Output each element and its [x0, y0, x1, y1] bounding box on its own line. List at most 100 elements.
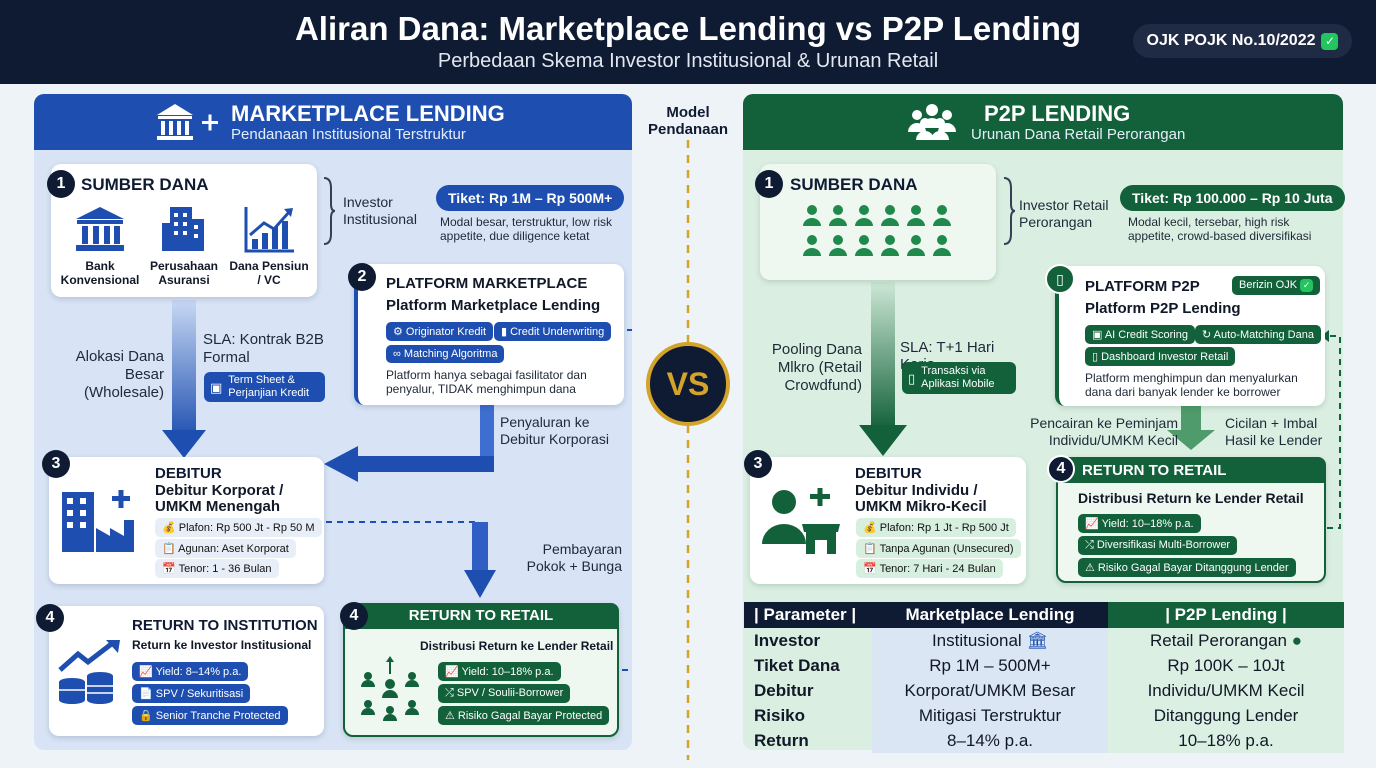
table-cell: Ditanggung Lender: [1108, 703, 1344, 728]
platform-title: PLATFORM P2P: [1085, 278, 1200, 295]
flow-label-distribution: Penyaluran ke Debitur Korporasi: [500, 414, 609, 447]
tag-label: Yield: 8–14% p.a.: [155, 666, 242, 678]
tag-matching: ∞ Matching Algoritma: [386, 345, 505, 363]
p2p-flow-arrows: [859, 282, 1341, 529]
ticket-badge: Tiket: Rp 1M – Rp 500M+: [436, 185, 625, 211]
tag-label: AI Credit Scoring: [1104, 329, 1188, 341]
briefcase-icon: ▣: [210, 379, 223, 395]
center-divider: [686, 140, 690, 760]
bank-plus-icon: [157, 104, 218, 140]
tag-label: Dashboard Investor Retail: [1101, 351, 1229, 363]
p2p-title: P2P LENDING: [984, 101, 1131, 126]
crowd-people-icon: [803, 205, 951, 256]
table-cell: Institusional 🏛: [872, 628, 1108, 653]
tag-ai-scoring: ▣ AI Credit Scoring: [1085, 325, 1195, 344]
flow-label-sla: SLA: Kontrak B2B Formal: [203, 331, 324, 366]
step-number: 3: [744, 450, 772, 478]
tag-label: Yield: 10–18% p.a.: [1101, 518, 1194, 530]
table-cell: 8–14% p.a.: [872, 728, 1108, 753]
step-number: 1: [47, 170, 75, 198]
person-shop-icon: [762, 488, 840, 554]
tag-label: Diversifikasi Multi-Borrower: [1096, 539, 1231, 551]
page-title: Aliran Dana: Marketplace Lending vs P2P …: [294, 10, 1082, 47]
tag-yield: 📈 Yield: 8–14% p.a.: [132, 662, 249, 681]
mobile-icon: ▯: [908, 370, 916, 386]
marketplace-flow-arrows: [162, 300, 632, 671]
tag-risk: ⚠ Risiko Gagal Bayar Ditanggung Lender: [1078, 558, 1296, 577]
table-row: Tiket Dana Rp 1M – 500M+ Rp 100K – 10Jt: [744, 653, 1344, 678]
flow-label-allocation: Alokasi Dana Besar (Wholesale): [75, 348, 164, 401]
tag-risk: ⚠ Risiko Gagal Bayar Protected: [438, 706, 610, 725]
factory-building-icon: [62, 490, 134, 552]
table-cell: Rp 1M – 500M+: [872, 653, 1108, 678]
tag-label: Plafon: Rp 500 Jt - Rp 50 M: [178, 522, 315, 534]
p2p-header: [743, 94, 1343, 150]
table-header-cell: | Parameter |: [744, 602, 872, 628]
tag-label: Senior Tranche Protected: [155, 710, 281, 722]
return-inst-title: RETURN TO INSTITUTION: [132, 617, 318, 634]
distribution-network-icon: [361, 656, 419, 721]
table-row: Return 8–14% p.a. 10–18% p.a.: [744, 728, 1344, 753]
tag-label: Plafon: Rp 1 Jt - Rp 500 Jt: [879, 522, 1009, 534]
debtor-title: DEBITUR: [155, 465, 222, 482]
tag-diversification: ⤮ Diversifikasi Multi-Borrower: [1078, 536, 1238, 555]
licensed-badge-label: Berizin OJK: [1239, 279, 1298, 291]
tag-senior: 🔒 Senior Tranche Protected: [132, 706, 288, 725]
tag-tenor: 📅 Tenor: 7 Hari - 24 Bulan: [856, 559, 1003, 578]
bank-icon: 🏛: [1026, 630, 1049, 650]
source-desc: Modal kecil, tersebar, high risk appetit…: [1128, 215, 1312, 243]
tag-label: Yield: 10–18% p.a.: [461, 666, 554, 678]
tag-label: Matching Algoritma: [403, 348, 498, 360]
source-desc: Modal besar, terstruktur, low risk appet…: [440, 215, 613, 243]
platform-subtitle: Platform P2P Lending: [1085, 300, 1241, 317]
growth-chart-icon: [244, 207, 294, 253]
return-inst-subtitle: Return ke Investor Institusional: [132, 638, 312, 652]
tag-label: SPV / Soulii-Borrower: [456, 687, 564, 699]
tag-yield: 📈 Yield: 10–18% p.a.: [1078, 514, 1201, 533]
model-label: Model Pendanaan: [647, 104, 729, 138]
debtor-title: DEBITUR: [855, 465, 922, 482]
tag-yield: 📈 Yield: 10–18% p.a.: [438, 662, 561, 681]
table-cell: Investor: [754, 630, 821, 650]
step-number: 4: [1047, 455, 1075, 483]
table-row: Investor Institusional 🏛 Retail Perorang…: [744, 628, 1344, 653]
debtor-subtitle: Debitur Korporat / UMKM Menengah: [155, 482, 284, 515]
step-number: 4: [340, 602, 368, 630]
investor-type: Investor Retail Perorangan: [1019, 197, 1109, 230]
platform-desc: Platform hanya sebagai fasilitator dan p…: [386, 368, 587, 396]
licensed-badge: Berizin OJK ✓: [1232, 276, 1321, 295]
table-row: Risiko Mitigasi Terstruktur Ditanggung L…: [744, 703, 1344, 728]
table-cell: Mitigasi Terstruktur: [872, 703, 1108, 728]
source-title: SUMBER DANA: [790, 175, 918, 194]
p2p-return-title: RETURN TO RETAIL: [1082, 462, 1227, 479]
bank-icon: [76, 207, 124, 251]
platform-desc: Platform menghimpun dan menyalurkan dana…: [1085, 371, 1298, 399]
table-cell: Retail Perorangan ●: [1108, 628, 1344, 653]
marketplace-subtitle: Pendanaan Institusional Terstruktur: [231, 126, 466, 143]
tag-spv: ⤮ SPV / Soulii-Borrower: [438, 684, 571, 703]
flow-label-payment: Pembayaran Pokok + Bunga: [526, 541, 622, 574]
brace: [1003, 177, 1016, 245]
source-title: SUMBER DANA: [81, 175, 209, 194]
ojk-badge: OJK POJK No.10/2022✓: [1133, 24, 1352, 58]
table-cell: Return: [754, 730, 809, 750]
tag-label: Agunan: Aset Korporat: [178, 543, 289, 555]
table-cell: Risiko: [754, 705, 806, 725]
step-number: 3: [42, 450, 70, 478]
tag-label: Credit Underwriting: [510, 326, 605, 338]
tag-label: Risiko Gagal Bayar Protected: [457, 710, 603, 722]
debtor-subtitle: Debitur Individu / UMKM Mikro-Kecil: [855, 482, 987, 515]
check-icon: ✓: [1300, 279, 1314, 292]
marketplace-title: MARKETPLACE LENDING: [231, 101, 505, 126]
tag-spv: 📄 SPV / Sekuritisasi: [132, 684, 251, 703]
tag-auto-matching: ↻ Auto-Matching Dana: [1195, 325, 1321, 344]
tag-label: Tenor: 7 Hari - 24 Bulan: [879, 563, 996, 575]
tag-dashboard: ▯ Dashboard Investor Retail: [1085, 347, 1236, 366]
table-cell: Tiket Dana: [754, 655, 840, 675]
tag-plafon: 💰 Plafon: Rp 1 Jt - Rp 500 Jt: [856, 518, 1016, 537]
tag-label: Risiko Gagal Bayar Ditanggung Lender: [1097, 562, 1289, 574]
tag-label: Tanpa Agunan (Unsecured): [879, 543, 1014, 555]
source-item-insurance: Perusahaan Asuransi: [149, 259, 219, 287]
tag-plafon: 💰 Plafon: Rp 500 Jt - Rp 50 M: [155, 518, 322, 537]
table-cell-text: Retail Perorangan: [1149, 630, 1287, 650]
